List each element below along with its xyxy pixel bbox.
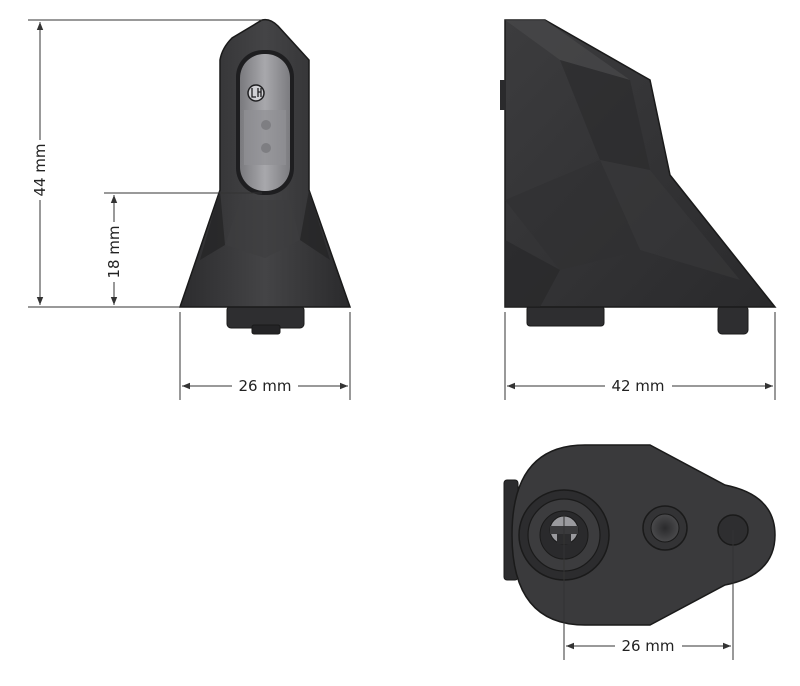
dim-bottom-spacing-label: 26 mm: [621, 637, 674, 655]
front-view: [178, 18, 352, 335]
bottom-view: [503, 444, 776, 626]
side-base-pin: [526, 305, 605, 327]
dim-front-width-label: 26 mm: [238, 377, 291, 395]
bottom-dimensions: 26 mm: [563, 515, 734, 660]
side-view: [500, 19, 777, 335]
front-logo-mark: [247, 84, 265, 102]
side-peg: [717, 305, 749, 335]
dim-side-length-label: 42 mm: [611, 377, 664, 395]
side-dimensions: 42 mm: [504, 312, 776, 400]
dim-18-label: 18 mm: [105, 225, 123, 278]
dim-44-label: 44 mm: [31, 143, 49, 196]
front-dimensions: 44 mm 18 mm 26 mm: [28, 19, 351, 400]
